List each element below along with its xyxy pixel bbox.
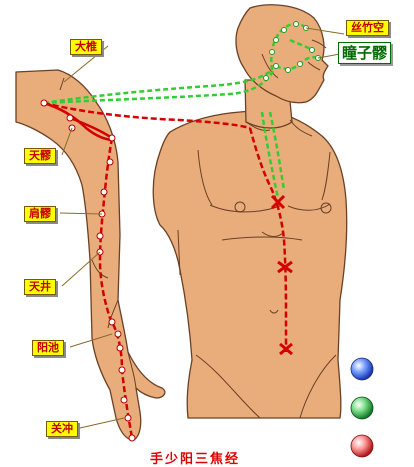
green-orb-icon[interactable] [350,396,374,420]
arm-acupoints [40,99,136,442]
label-jianliao[interactable]: 肩髎 [24,206,56,222]
label-sizhukong[interactable]: 丝竹空 [346,20,389,36]
red-meridian [43,101,288,439]
torso-details [177,39,337,419]
label-guanchong[interactable]: 关冲 [46,421,78,437]
label-yangchi[interactable]: 阳池 [32,340,64,356]
red-orb-icon[interactable] [350,434,374,458]
arm-figure [15,69,166,441]
diagram-title: 手少阳三焦经 [150,452,241,467]
label-dazhui[interactable]: 大椎 [70,39,102,55]
label-tongziliao[interactable]: 瞳子髎 [338,42,392,64]
meridian-markers [270,194,293,356]
blue-orb-icon[interactable] [350,357,374,381]
label-tianjing[interactable]: 天井 [24,279,56,295]
arm-details [59,77,137,389]
head-acupoints [263,21,321,81]
label-tianliao[interactable]: 天髎 [24,148,56,164]
